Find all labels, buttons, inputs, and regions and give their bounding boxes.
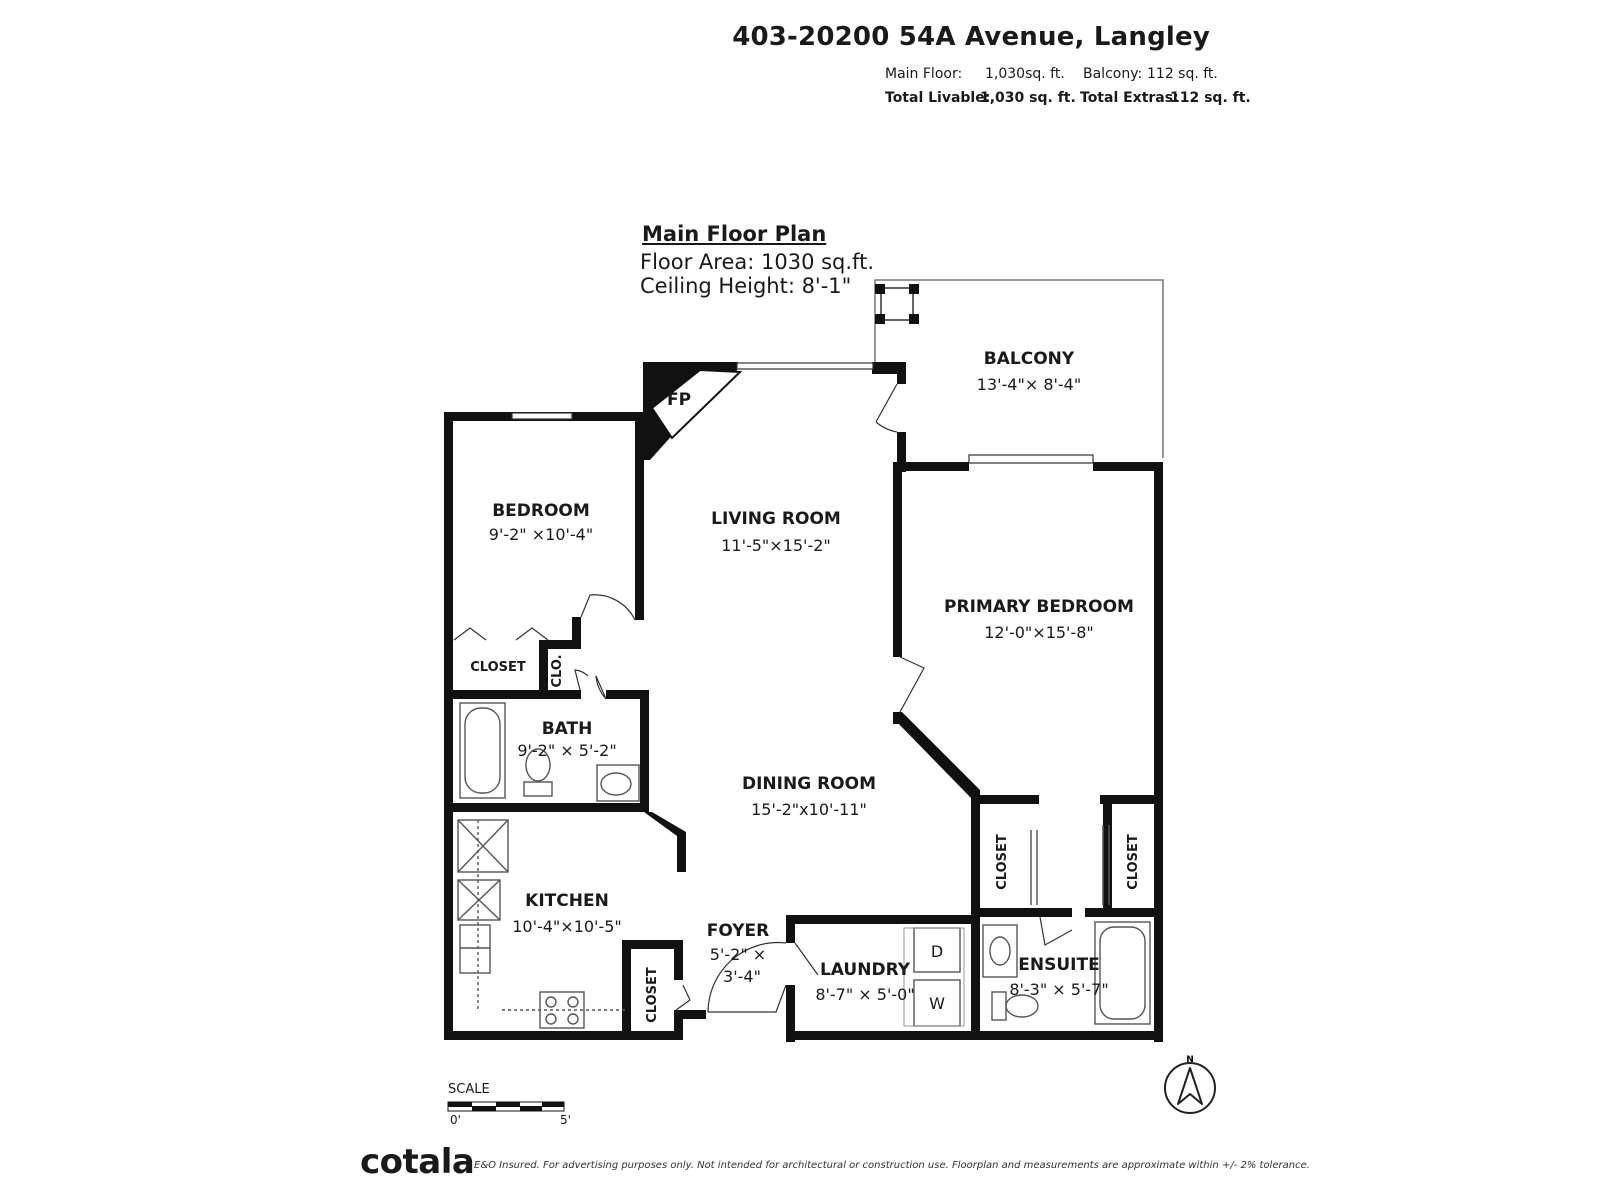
kitchen-name: KITCHEN [525, 891, 609, 911]
foyer-dims-line1: 5'-2" × [710, 945, 766, 964]
bedroom-name: BEDROOM [492, 501, 590, 521]
doors [453, 383, 1073, 1013]
ensuite-sink-icon [982, 924, 1018, 978]
fridge-icon [457, 819, 509, 873]
brand-logo: cotala [360, 1142, 475, 1182]
scale-label: SCALE [448, 1082, 490, 1097]
total-extras-value: 112 sq. ft. [1170, 90, 1251, 106]
north-label: N [1186, 1055, 1194, 1065]
bath-dims: 9'-2" × 5'-2" [517, 741, 616, 760]
balcony-name: BALCONY [984, 349, 1075, 369]
foyer-dims-line2: 3'-4" [723, 967, 761, 986]
ensuite-toilet-icon [991, 991, 1039, 1021]
dryer-label: D [931, 942, 943, 961]
scale-min-label: 0' [450, 1113, 461, 1127]
foyer-closet-label: CLOSET [645, 967, 660, 1023]
balcony-area-label: Balcony: [1083, 66, 1143, 82]
fireplace-icon [643, 362, 743, 460]
total-livable-label: Total Livable: [885, 90, 991, 106]
kitchen-dims: 10'-4"×10'-5" [512, 917, 622, 936]
bath-name: BATH [542, 719, 593, 739]
total-livable-value: 1,030 sq. ft. [980, 90, 1076, 106]
primary-sliding-door [968, 454, 1094, 464]
balcony-dims: 13'-4"× 8'-4" [977, 375, 1081, 394]
pantry-icon [457, 879, 501, 921]
primary-closet-left-label: CLOSET [995, 834, 1010, 890]
scale-max-label: 5' [560, 1113, 571, 1127]
closet-sliders [1030, 825, 1110, 905]
balcony-post-icon [875, 284, 919, 324]
washer-label: W [929, 994, 945, 1013]
foyer-name: FOYER [707, 921, 769, 941]
stove-icon [539, 991, 585, 1029]
plan-title: Main Floor Plan [642, 222, 827, 246]
primary-bedroom-name: PRIMARY BEDROOM [944, 597, 1134, 617]
laundry-cabinet [903, 927, 965, 1027]
bath-sink-icon [596, 764, 640, 802]
toilet-icon [523, 748, 553, 797]
balcony-area-value: 112 sq. ft. [1147, 66, 1218, 82]
primary-closet-right-label: CLOSET [1126, 834, 1141, 890]
total-extras-label: Total Extras: [1080, 90, 1179, 106]
bedroom-closet-label: CLOSET [470, 660, 526, 675]
main-floor-value: 1,030sq. ft. [985, 66, 1065, 82]
dining-room-name: DINING ROOM [742, 774, 876, 794]
scale-bar [447, 1101, 565, 1112]
north-arrow-icon: N [1164, 1055, 1216, 1114]
bedroom-window [511, 412, 573, 420]
ensuite-name: ENSUITE [1018, 955, 1099, 975]
living-room-name: LIVING ROOM [711, 509, 841, 529]
fireplace-label: FP [667, 390, 691, 410]
laundry-name: LAUNDRY [820, 960, 911, 980]
ensuite-dims: 8'-3" × 5'-7" [1009, 980, 1108, 999]
property-address: 403-20200 54A Avenue, Langley [732, 22, 1210, 52]
balcony-outline [874, 279, 1164, 458]
floor-area: Floor Area: 1030 sq.ft. [640, 250, 874, 274]
kitchen-sink-icon [459, 924, 491, 974]
bedroom-dims: 9'-2" ×10'-4" [489, 525, 593, 544]
walls [444, 362, 1163, 1042]
living-room-dims: 11'-5"×15'-2" [721, 536, 831, 555]
clo-label: CLO. [550, 654, 565, 687]
primary-bedroom-dims: 12'-0"×15'-8" [984, 623, 1094, 642]
ensuite-tub-icon [1094, 921, 1151, 1025]
dining-room-dims: 15'-2"x10'-11" [751, 800, 867, 819]
laundry-dims: 8'-7" × 5'-0" [815, 985, 914, 1004]
living-window [736, 362, 874, 370]
bathtub-icon [459, 702, 506, 799]
ceiling-height: Ceiling Height: 8'-1" [640, 274, 852, 298]
main-floor-label: Main Floor: [885, 66, 963, 82]
disclaimer-text: E&O Insured. For advertising purposes on… [474, 1160, 1310, 1171]
